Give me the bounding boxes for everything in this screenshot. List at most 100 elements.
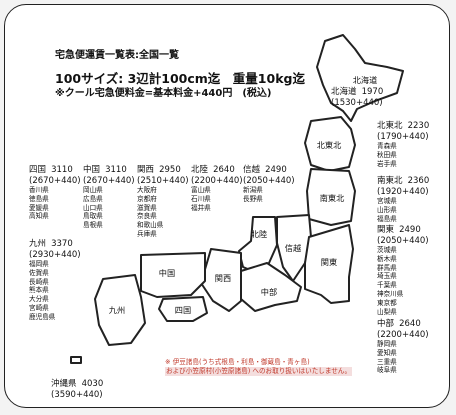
region-kyushu: 九州 3370 (2930+440) 福岡県 佐賀県 長崎県 熊本県 大分県 宮… <box>29 231 81 322</box>
region-price-detail: (1920+440) <box>377 187 429 197</box>
region-kita-tohoku: 北東北 2230 (1790+440) 青森県 秋田県 岩手県 <box>377 113 429 168</box>
region-shinetsu: 信越 2490 (2050+440) 新潟県 長野県 <box>243 157 295 204</box>
region-name: 北海道 <box>331 87 357 97</box>
prefecture-list: 富山県 石川県 福井県 <box>191 186 243 212</box>
region-price-detail: (2670+440) <box>83 176 135 186</box>
region-price: 1970 <box>361 87 384 97</box>
prefecture: 島根県 <box>83 221 103 230</box>
prefecture: 山梨県 <box>377 307 397 316</box>
prefecture: 秋田県 <box>377 150 397 159</box>
prefecture: 徳島県 <box>29 194 49 203</box>
prefecture: 鹿児島県 <box>29 312 56 321</box>
region-price-detail: (3590+440) <box>51 390 103 400</box>
prefecture: 千葉県 <box>377 281 397 290</box>
prefecture: 長野県 <box>243 194 263 203</box>
map-kita-tohoku <box>304 116 356 172</box>
prefecture-list: 香川県 徳島県 愛媛県 高知県 <box>29 186 81 221</box>
prefecture-list: 大阪府 京都府 滋賀県 奈良県 和歌山県 兵庫県 <box>137 186 189 239</box>
prefecture: 大阪府 <box>137 186 157 194</box>
region-price-detail: (2200+440) <box>377 330 429 340</box>
map-label-shikoku: 四国 <box>175 305 191 315</box>
region-name: 関西 <box>137 165 155 175</box>
prefecture: 宮城県 <box>377 197 397 205</box>
map-label-kyushu: 九州 <box>109 305 125 315</box>
prefecture: 栃木県 <box>377 254 397 263</box>
prefecture: 滋賀県 <box>137 203 157 212</box>
map-label-chugoku: 中国 <box>159 268 175 278</box>
prefecture: 岐阜県 <box>377 366 397 375</box>
region-price: 2950 <box>159 165 181 175</box>
prefecture-list: 宮城県 山形県 福島県 <box>377 197 429 223</box>
region-minami-tohoku: 南東北 2360 (1920+440) 宮城県 山形県 福島県 <box>377 168 429 223</box>
region-name: 沖縄県 <box>51 379 77 389</box>
footnote-line-2: および小笠原村(小笠原諸島) へのお取り扱いはいたしません。 <box>165 367 353 376</box>
region-name: 中部 <box>377 319 395 329</box>
prefecture-list: 福岡県 佐賀県 長崎県 熊本県 大分県 宮崎県 鹿児島県 <box>29 260 81 322</box>
region-name: 九州 <box>29 239 47 249</box>
region-price: 2490 <box>399 225 421 235</box>
map-label-chubu: 中部 <box>261 287 277 297</box>
region-kansai: 関西 2950 (2510+440) 大阪府 京都府 滋賀県 奈良県 和歌山県 … <box>137 157 189 239</box>
map-kyushu <box>94 274 146 346</box>
region-price-detail: (2200+440) <box>191 176 243 186</box>
region-name: 北東北 <box>377 121 403 131</box>
region-kanto: 関東 2490 (2050+440) 茨城県 栃木県 群馬県 埼玉県 千葉県 神… <box>377 217 429 316</box>
map-label-hokkaido: 北海道 <box>353 75 378 85</box>
prefecture: 青森県 <box>377 142 397 150</box>
region-hokuriku: 北陸 2640 (2200+440) 富山県 石川県 福井県 <box>191 157 243 212</box>
prefecture-list: 岡山県 広島県 山口県 鳥取県 島根県 <box>83 186 135 230</box>
prefecture: 鳥取県 <box>83 212 103 221</box>
size-limit-line: 100サイズ: 3辺計100cm迄 重量10kg迄 <box>55 71 305 86</box>
prefecture: 岩手県 <box>377 159 397 168</box>
region-name: 関東 <box>377 225 395 235</box>
region-okinawa: 沖縄県 4030 (3590+440) <box>51 371 103 400</box>
prefecture: 高知県 <box>29 212 49 221</box>
region-price: 4030 <box>81 379 104 389</box>
map-minami-tohoku <box>306 168 356 226</box>
prefecture: 香川県 <box>29 186 49 194</box>
map-shikoku <box>158 296 208 322</box>
region-price-detail: (2050+440) <box>377 236 429 246</box>
prefecture: 山口県 <box>83 203 103 212</box>
prefecture: 広島県 <box>83 194 103 203</box>
prefecture: 神奈川県 <box>377 289 404 298</box>
prefecture: 山形県 <box>377 205 397 214</box>
map-label-shinetsu: 信越 <box>285 243 301 253</box>
region-price-detail: (2510+440) <box>137 176 189 186</box>
map-hokkaido <box>316 34 404 122</box>
map-label-minami-tohoku: 南東北 <box>320 193 345 203</box>
prefecture: 福岡県 <box>29 260 49 268</box>
map-label-kanto: 関東 <box>321 257 337 267</box>
prefecture: 東京都 <box>377 298 397 307</box>
region-name: 南東北 <box>377 176 403 186</box>
prefecture: 茨城県 <box>377 246 397 254</box>
footnote-line-1: ※ 伊豆諸島(うち式根島・利島・御蔵島・青ヶ島) <box>165 358 310 366</box>
map-label-kansai: 関西 <box>215 273 231 283</box>
prefecture: 愛知県 <box>377 348 397 357</box>
page-title: 宅急便運賃一覧表:全国一覧 <box>55 50 179 61</box>
prefecture: 兵庫県 <box>137 229 157 238</box>
prefecture: 岡山県 <box>83 186 103 194</box>
prefecture: 大分県 <box>29 295 49 304</box>
region-shikoku: 四国 3110 (2670+440) 香川県 徳島県 愛媛県 高知県 <box>29 157 81 221</box>
region-name: 信越 <box>243 165 261 175</box>
map-chubu <box>240 262 302 312</box>
region-price-detail: (1790+440) <box>377 132 429 142</box>
footnote: ※ 伊豆諸島(うち式根島・利島・御蔵島・青ヶ島) および小笠原村(小笠原諸島) … <box>165 358 353 376</box>
map-hokuriku <box>238 216 278 274</box>
prefecture: 埼玉県 <box>377 272 397 281</box>
prefecture: 静岡県 <box>377 340 397 348</box>
prefecture-list: 新潟県 長野県 <box>243 186 295 204</box>
map-label-tohoku: 北東北 <box>317 140 342 150</box>
region-name: 中国 <box>83 165 101 175</box>
prefecture: 奈良県 <box>137 212 157 221</box>
prefecture: 群馬県 <box>377 263 397 272</box>
region-price-detail: (1530+440) <box>331 98 383 108</box>
prefecture: 愛媛県 <box>29 203 49 212</box>
region-price-detail: (2050+440) <box>243 176 295 186</box>
region-chugoku: 中国 3110 (2670+440) 岡山県 広島県 山口県 鳥取県 島根県 <box>83 157 135 230</box>
prefecture: 熊本県 <box>29 286 49 295</box>
region-chubu: 中部 2640 (2200+440) 静岡県 愛知県 三重県 岐阜県 <box>377 311 429 375</box>
region-price-detail: (2670+440) <box>29 176 81 186</box>
region-price: 2490 <box>265 165 287 175</box>
